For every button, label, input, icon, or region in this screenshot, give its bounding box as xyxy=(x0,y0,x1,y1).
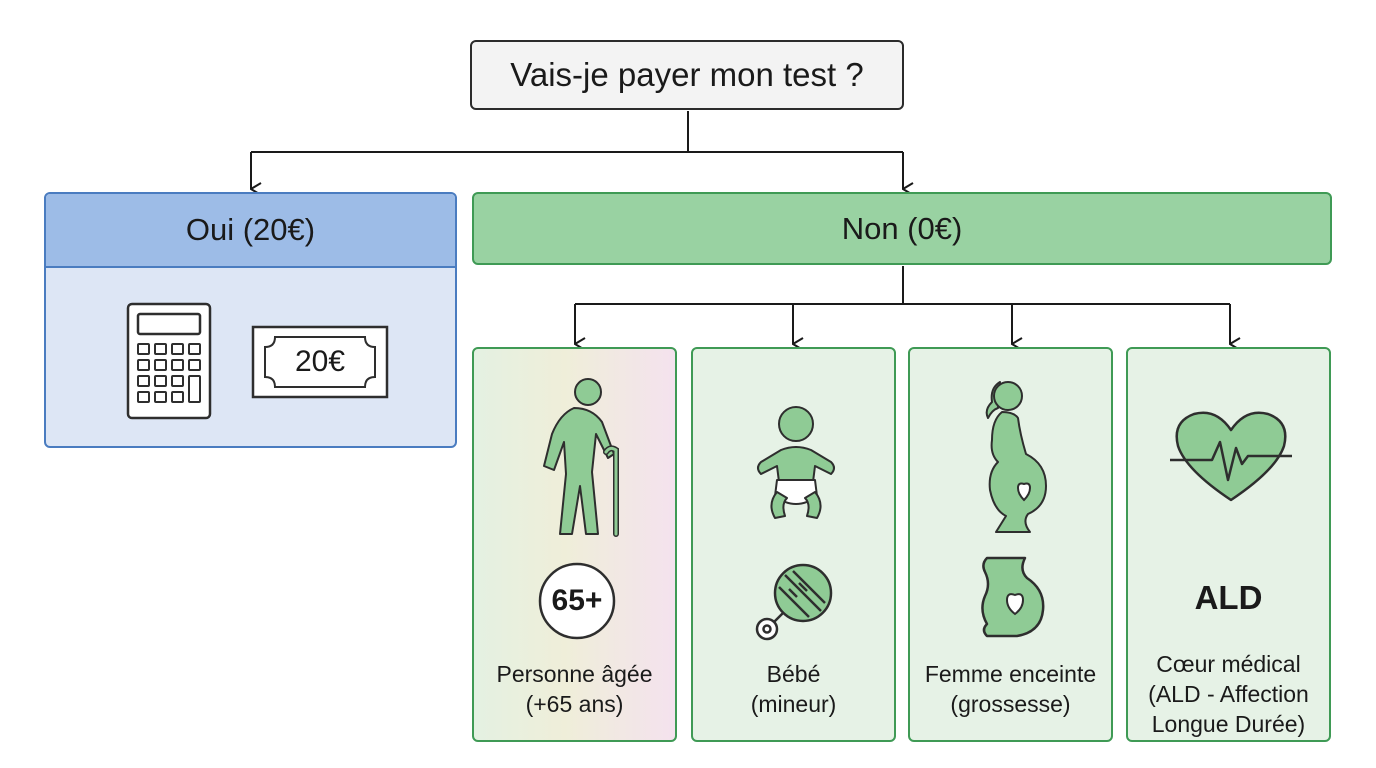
baby-icon xyxy=(757,406,835,519)
non-title: Non (0€) xyxy=(841,210,963,246)
card-elderly: 65+ Personne âgée (+65 ans) xyxy=(472,347,677,742)
card-elderly-label-line2: (+65 ans) xyxy=(525,691,624,717)
elderly-person-icon xyxy=(543,378,619,537)
bill-amount: 20€ xyxy=(294,345,346,378)
oui-panel: Oui (20€) 20€ xyxy=(44,192,457,448)
card-ald: ALD Cœur médical (ALD - Affection Longue… xyxy=(1126,347,1331,742)
pregnant-belly-heart-icon xyxy=(981,556,1045,638)
card-elderly-label-line1: Personne âgée xyxy=(496,661,653,687)
banknote-icon xyxy=(251,325,389,399)
age-65-badge-icon xyxy=(538,562,616,640)
calculator-icon xyxy=(126,302,212,420)
non-header: Non (0€) xyxy=(472,192,1332,265)
card-ald-label-line1: Cœur médical xyxy=(1156,651,1301,677)
heart-pulse-icon xyxy=(1170,411,1292,502)
rattle-icon xyxy=(755,563,833,641)
card-ald-label-line3: Longue Durée) xyxy=(1151,711,1306,737)
root-question-box: Vais-je payer mon test ? xyxy=(470,40,904,110)
card-baby-label-line1: Bébé xyxy=(766,661,821,687)
card-pregnant-label-line1: Femme enceinte xyxy=(924,661,1097,687)
card-baby: Bébé (mineur) xyxy=(691,347,896,742)
pregnant-woman-icon xyxy=(985,381,1047,533)
age-65-badge-text: 65+ xyxy=(551,584,603,617)
card-pregnant-label-line2: (grossesse) xyxy=(950,691,1071,717)
root-question-text: Vais-je payer mon test ? xyxy=(510,56,864,93)
card-pregnant: Femme enceinte (grossesse) xyxy=(908,347,1113,742)
ald-acronym: ALD xyxy=(1194,579,1263,616)
oui-header: Oui (20€) xyxy=(46,194,455,268)
card-ald-label-line2: (ALD - Affection xyxy=(1148,681,1309,707)
card-baby-label-line2: (mineur) xyxy=(750,691,837,717)
oui-title: Oui (20€) xyxy=(185,212,316,247)
